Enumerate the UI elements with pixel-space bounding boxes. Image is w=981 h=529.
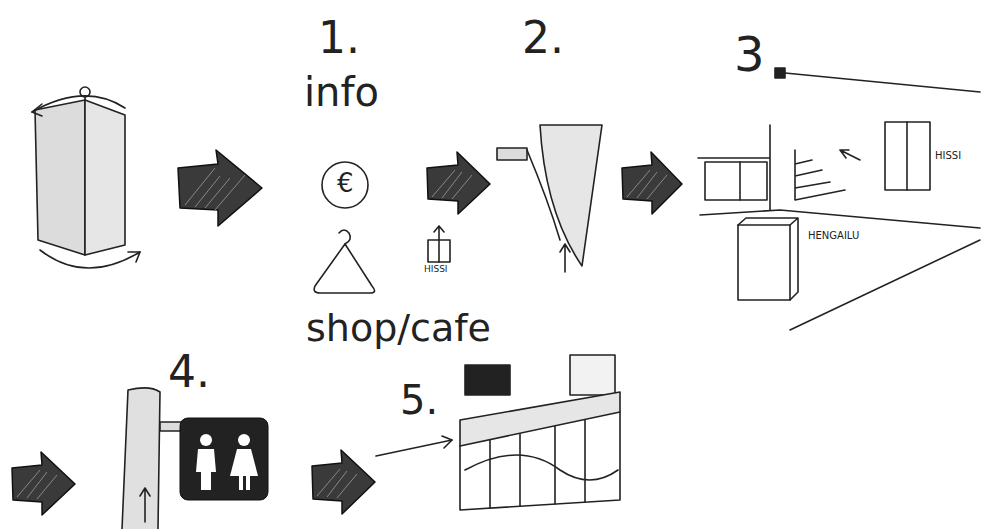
section-title: info: [304, 70, 379, 114]
step-number: 4.: [168, 348, 210, 396]
sign-label: HENGAILU: [808, 230, 859, 241]
currency-symbol: €: [337, 169, 354, 198]
step-number: 1.: [318, 14, 360, 62]
step-number: 3: [734, 28, 765, 81]
sign-label: HISSI: [424, 265, 448, 275]
section-title: shop/cafe: [306, 308, 491, 350]
sign-label: HISSI: [935, 150, 961, 161]
step-number: 2.: [522, 14, 564, 62]
step-number: 5.: [400, 378, 438, 422]
